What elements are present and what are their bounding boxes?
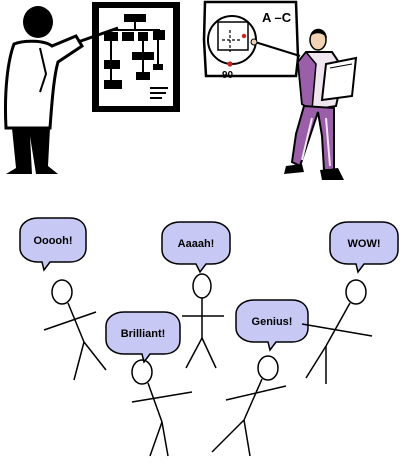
speech-bubble-wow: WOW! <box>329 221 399 274</box>
bubble-text: WOW! <box>348 238 381 250</box>
presenter-head <box>23 6 53 38</box>
bubble-text: Genius! <box>252 316 293 328</box>
speech-bubble-brilliant: Brilliant! <box>105 311 181 364</box>
pointer-arm <box>254 41 301 57</box>
papers <box>320 56 358 102</box>
stick-figure-1 <box>43 279 107 381</box>
geometry-presenter: 90 A –C <box>202 0 358 180</box>
stick-figure-5 <box>211 355 287 457</box>
stick-figure-3 <box>301 279 373 384</box>
bubble-text: Brilliant! <box>121 328 166 340</box>
presenter-legs <box>6 128 58 174</box>
flowchart-board-icon <box>92 2 180 112</box>
flowchart-presenter <box>3 2 180 174</box>
stick-figure-2 <box>182 273 224 369</box>
pointer-stick <box>77 26 119 44</box>
speech-bubble-aaaah: Aaaah! <box>161 221 231 274</box>
speech-bubble-genius: Genius! <box>235 299 309 352</box>
formula-text: A –C <box>262 10 292 25</box>
bubble-text: Aaaah! <box>178 238 215 250</box>
geometry-board: 90 A –C <box>202 0 300 81</box>
angle-label: 90 <box>222 70 234 81</box>
stick-figure-4 <box>131 359 193 457</box>
bubble-text: Ooooh! <box>33 235 72 247</box>
speech-bubble-ooooh: Ooooh! <box>19 217 87 272</box>
